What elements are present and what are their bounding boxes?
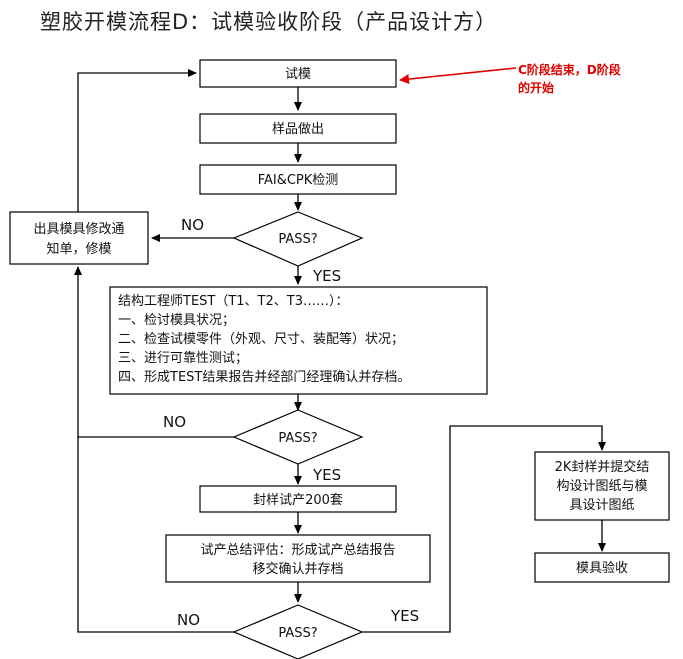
node-seal-samples-label: 封样试产200套 [253,492,343,508]
node-submit-drawings-line-2: 构设计图纸与模 [556,479,647,494]
decision-pass-1-label: PASS? [278,232,317,247]
node-fai-cpk: FAI&CPK检测 [199,164,397,195]
edge-pass3-to-modify [77,437,235,633]
node-test-list: 结构工程师TEST（T1、T2、T3……）： 一、检讨模具状况； 二、检查试模零… [109,286,488,395]
node-mold-modify-line-1: 出具模具修改通 [33,222,124,237]
node-trial-summary-line-1: 试产总结评估：形成试产总结报告 [200,543,395,558]
label-no-3: NO [177,611,200,629]
node-submit-drawings: 2K封样并提交结 构设计图纸与模 具设计图纸 [534,451,670,521]
decision-pass-3: PASS? [232,604,364,659]
label-yes-2: YES [312,466,341,484]
decision-pass-1: PASS? [232,211,364,267]
node-mold-acceptance-label: 模具验收 [576,560,628,576]
node-mold-acceptance: 模具验收 [534,552,670,583]
node-mold-modify-line-2: 知单，修模 [46,241,111,257]
edge-modify-to-trial [77,69,197,212]
decision-pass-3-label: PASS? [278,626,317,641]
node-submit-drawings-line-1: 2K封样并提交结 [555,459,650,475]
label-yes-3: YES [390,607,419,625]
annotation-arrow [399,67,517,85]
stage-annotation: C阶段结束，D阶段 的开始 [399,62,622,95]
node-fai-cpk-label: FAI&CPK检测 [258,173,339,188]
annotation-line-1: C阶段结束，D阶段 [518,62,622,77]
node-sample-making: 样品做出 [199,113,397,144]
annotation-line-2: 的开始 [518,80,554,95]
decision-pass-2: PASS? [232,409,364,465]
node-test-list-line-1: 结构工程师TEST（T1、T2、T3……）： [118,294,348,309]
node-trial-mold-label: 试模 [285,67,311,82]
connectors [74,69,606,633]
node-test-list-line-4: 三、进行可靠性测试； [118,351,248,366]
node-test-list-line-3: 二、检查试模零件（外观、尺寸、装配等）状况； [118,331,404,347]
decision-pass-2-label: PASS? [278,431,317,446]
edge-pass3-to-drawings [362,425,606,633]
label-yes-1: YES [312,267,341,285]
node-sample-making-label: 样品做出 [272,122,324,137]
node-trial-mold: 试模 [199,59,397,88]
node-submit-drawings-line-3: 具设计图纸 [569,498,634,513]
node-trial-summary-line-2: 移交确认并存档 [252,561,343,577]
node-trial-summary: 试产总结评估：形成试产总结报告 移交确认并存档 [165,534,431,583]
node-test-list-line-5: 四、形成TEST结果报告并经部门经理确认并存档。 [118,370,410,385]
node-test-list-line-2: 一、检讨模具状况； [118,313,235,328]
node-mold-modify: 出具模具修改通 知单，修模 [9,211,149,265]
label-no-2: NO [163,413,186,431]
node-seal-samples: 封样试产200套 [199,485,397,513]
label-no-1: NO [181,216,204,234]
page-title: 塑胶开模流程D：试模验收阶段（产品设计方） [40,10,498,34]
